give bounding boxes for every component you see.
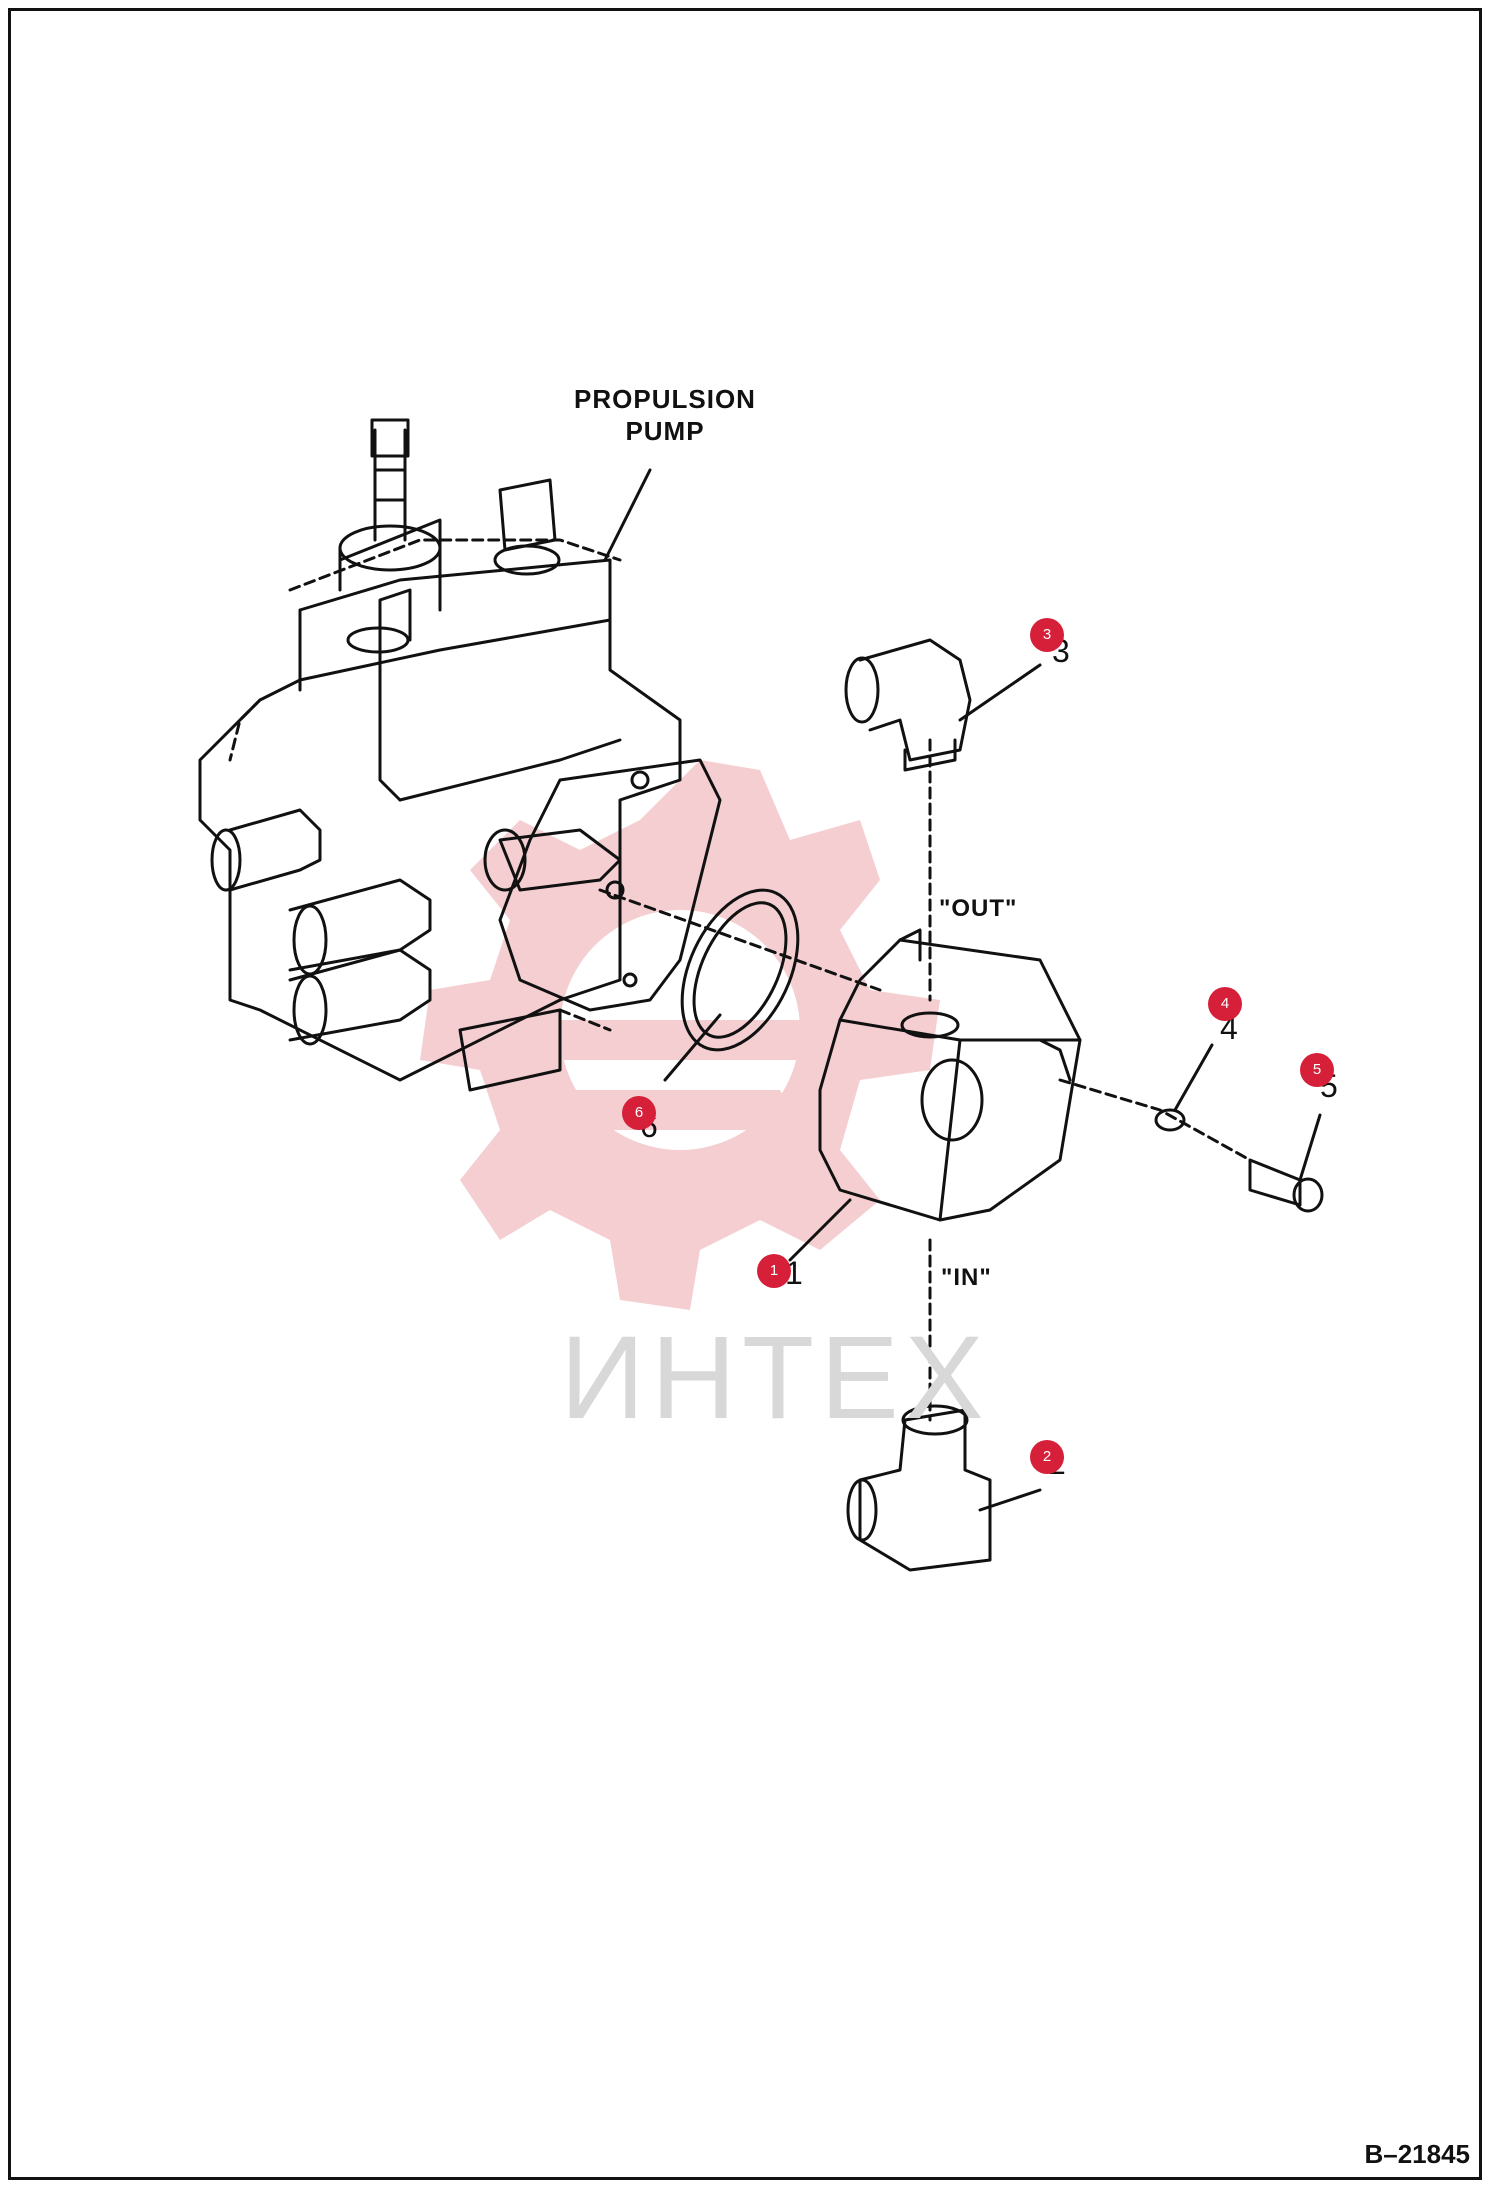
watermark-gear-icon bbox=[420, 760, 940, 1310]
leader-5 bbox=[1298, 1113, 1322, 1182]
callout-badge-1[interactable]: 1 bbox=[757, 1254, 791, 1288]
propulsion-pump-body bbox=[198, 418, 722, 1092]
elbow-fitting-out bbox=[844, 638, 972, 772]
lock-washer bbox=[1154, 1108, 1186, 1132]
drawing-id: B–21845 bbox=[1364, 2139, 1470, 2169]
in-port-label: "IN" bbox=[941, 1264, 992, 1291]
leader-2 bbox=[978, 1488, 1042, 1512]
hidden-lines bbox=[228, 538, 1252, 1422]
callout-badge-2[interactable]: 2 bbox=[1030, 1440, 1064, 1474]
cap-screw bbox=[1248, 1158, 1324, 1213]
callout-badge-5[interactable]: 5 bbox=[1300, 1053, 1334, 1087]
watermark-text: ИНТЕХ bbox=[560, 1312, 990, 1444]
leader-4 bbox=[1173, 1043, 1214, 1112]
leader-propulsion-pump bbox=[603, 468, 652, 562]
callout-badge-3[interactable]: 3 bbox=[1030, 618, 1064, 652]
elbow-fitting-in bbox=[846, 1404, 992, 1572]
o-ring bbox=[680, 888, 800, 1052]
callout-badge-6[interactable]: 6 bbox=[622, 1096, 656, 1130]
gear-pump bbox=[818, 928, 1082, 1222]
leader-1 bbox=[788, 1198, 852, 1262]
drawing-frame bbox=[8, 8, 1482, 2180]
leader-6 bbox=[663, 1013, 722, 1082]
leader-3 bbox=[958, 663, 1042, 722]
callout-badge-4[interactable]: 4 bbox=[1208, 987, 1242, 1021]
out-port-label: "OUT" bbox=[939, 895, 1018, 922]
